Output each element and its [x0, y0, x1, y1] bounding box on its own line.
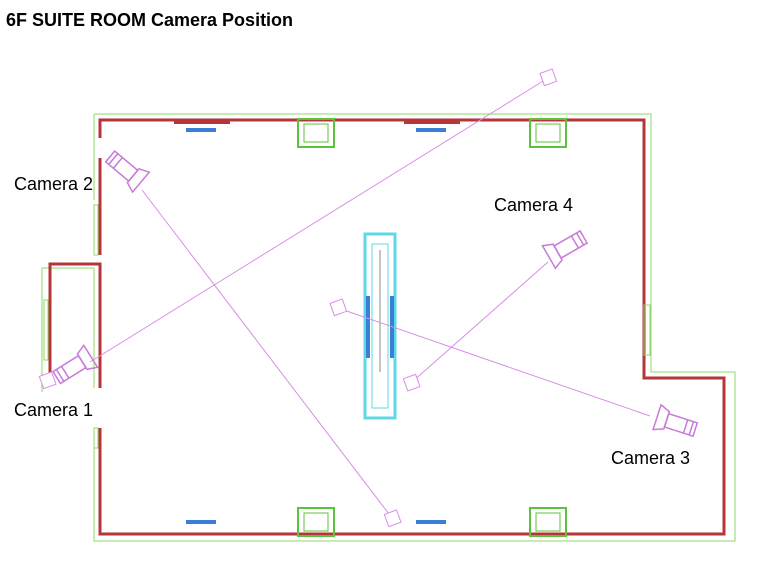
window-fixture-top-left	[174, 121, 230, 132]
pillar-top-right	[529, 118, 567, 148]
camera-2-icon	[104, 150, 151, 194]
camera-4-label: Camera 4	[494, 195, 574, 215]
sight-lines	[89, 77, 651, 519]
camera-1-icon	[51, 343, 99, 385]
camera-4-icon	[541, 229, 589, 270]
camera-3-sightline	[337, 307, 651, 417]
target-marker-4	[402, 373, 421, 392]
pillar-bottom-left	[297, 507, 335, 537]
window-fixture-top-right	[404, 121, 460, 132]
camera-3-icon	[652, 403, 699, 438]
window-fixture-bottom-right	[416, 520, 446, 524]
side-window-notch	[43, 299, 49, 361]
target-marker-5	[38, 371, 57, 390]
camera-1-label: Camera 1	[14, 400, 94, 420]
room-walls	[48, 118, 726, 536]
side-window-left-lower	[93, 427, 99, 449]
pillar-top-left	[297, 118, 335, 148]
camera-2-label: Camera 2	[14, 174, 94, 194]
target-marker-3	[329, 298, 348, 317]
window-fixture-bottom-left	[186, 520, 216, 524]
target-marker-2	[383, 509, 402, 528]
camera-4-sightline	[411, 261, 549, 383]
target-markers	[38, 68, 558, 528]
target-marker-1	[539, 68, 558, 87]
camera-3-label: Camera 3	[611, 448, 691, 468]
camera-1-sightline	[89, 77, 549, 363]
room-outline	[41, 113, 736, 542]
page-title: 6F SUITE ROOM Camera Position	[6, 10, 294, 30]
camera-2-sightline	[141, 189, 393, 519]
side-window-left	[93, 204, 99, 256]
pillar-bottom-right	[529, 507, 567, 537]
side-window-right	[643, 304, 651, 356]
